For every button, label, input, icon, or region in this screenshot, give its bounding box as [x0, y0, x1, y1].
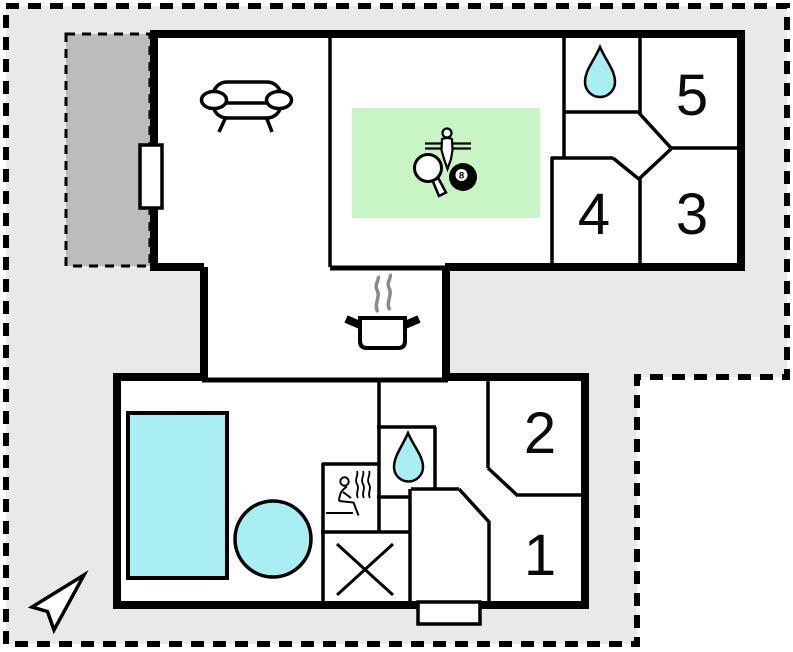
water-drop-icon-lower — [392, 429, 425, 483]
billiard-ball-number: 8 — [459, 171, 464, 182]
corridor-walls — [202, 265, 448, 383]
room-label-2: 2 — [524, 401, 556, 466]
terrace — [64, 32, 152, 268]
room-label-4: 4 — [578, 182, 610, 247]
lower-building-walls — [113, 373, 589, 609]
foosball-icon — [425, 127, 471, 173]
water-drop-icon-upper — [583, 43, 617, 99]
table-tennis-icon — [413, 153, 448, 198]
whirlpool — [233, 499, 313, 579]
room-label-5: 5 — [676, 63, 708, 128]
shower-x-icon — [335, 542, 395, 597]
billiard-ball-icon: 8 — [449, 163, 477, 191]
room-label-1: 1 — [524, 523, 556, 588]
terrace-door — [138, 143, 164, 210]
lower-interior-walls — [321, 381, 585, 605]
entrance-door — [416, 600, 482, 626]
room-label-3: 3 — [676, 182, 708, 247]
stove-icon — [344, 273, 421, 350]
upper-interior-walls — [328, 30, 744, 267]
pool — [126, 411, 229, 580]
sauna-icon — [326, 470, 371, 516]
north-arrow-icon — [27, 570, 89, 635]
sofa-icon — [199, 80, 294, 133]
